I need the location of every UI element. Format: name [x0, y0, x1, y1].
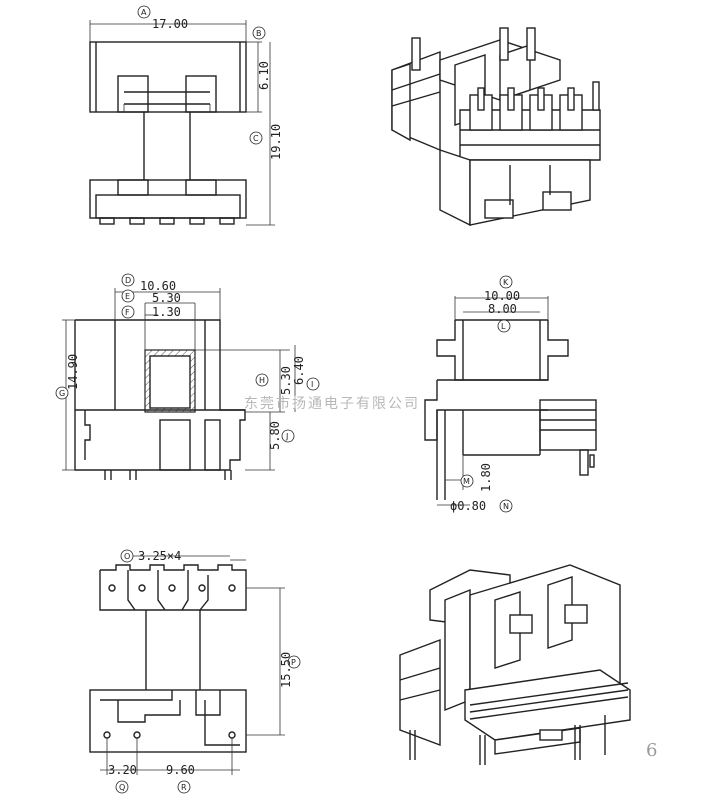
dim-I-letter: I	[311, 380, 313, 389]
dim-M-value: 1.80	[479, 463, 493, 492]
dim-K-value: 10.00	[484, 289, 520, 303]
dim-A: A 17.00	[137, 5, 188, 31]
dim-C-letter: C	[253, 134, 259, 143]
dim-H: H 5.30	[255, 366, 293, 395]
dim-K: K 10.00	[484, 275, 520, 303]
isometric-view-bottom	[399, 564, 631, 765]
dim-G-value: 14.90	[66, 354, 80, 390]
dim-B-letter: B	[256, 29, 262, 38]
dim-E-letter: E	[125, 292, 130, 301]
dim-P-letter: P	[291, 658, 296, 667]
dim-P-value: 15.50	[279, 652, 293, 688]
dim-G-letter: G	[59, 389, 65, 398]
dim-O-value: 3.25×4	[138, 549, 181, 563]
dim-J: J 5.80	[268, 421, 295, 450]
dim-B: B 6.10	[252, 26, 271, 90]
dim-H-value: 5.30	[279, 366, 293, 395]
dim-G: G 14.90	[55, 354, 80, 400]
dim-D-letter: D	[125, 276, 131, 285]
dim-Q: 3.20 Q	[108, 763, 137, 794]
isometric-view-top	[391, 27, 601, 227]
dim-F: F 1.30	[121, 305, 181, 319]
dim-E-value: 5.30	[152, 291, 181, 305]
dim-R-letter: R	[181, 783, 187, 792]
dim-R: 9.60 R	[166, 763, 195, 794]
dim-F-value: 1.30	[152, 305, 181, 319]
dim-N-letter: N	[503, 502, 509, 511]
dim-F-letter: F	[125, 308, 130, 317]
dim-D: D 10.60	[121, 273, 176, 293]
dim-O-letter: O	[124, 552, 130, 561]
dim-I: I 6.40	[292, 356, 320, 391]
dim-L: L 8.00	[488, 302, 517, 333]
dim-A-letter: A	[141, 8, 147, 17]
top-view-bottom	[89, 555, 285, 775]
dim-H-letter: H	[259, 376, 265, 385]
dim-R-value: 9.60	[166, 763, 195, 777]
side-view-right	[424, 296, 597, 506]
dim-Q-value: 3.20	[108, 763, 137, 777]
dim-C: C 19.10	[249, 124, 283, 160]
dim-E: E 5.30	[121, 289, 181, 305]
dim-J-value: 5.80	[268, 421, 282, 450]
dim-I-value: 6.40	[292, 356, 306, 385]
dim-A-value: 17.00	[152, 17, 188, 31]
dim-D-value: 10.60	[140, 279, 176, 293]
dim-L-value: 8.00	[488, 302, 517, 316]
dim-K-letter: K	[503, 278, 509, 287]
page-number: 6	[646, 740, 657, 761]
dim-Q-letter: Q	[119, 783, 125, 792]
dim-L-letter: L	[501, 322, 506, 331]
dim-B-value: 6.10	[257, 61, 271, 90]
side-view-middle	[62, 288, 296, 480]
dim-N-value: ϕ0.80	[450, 499, 486, 513]
dim-P: P 15.50	[279, 652, 301, 688]
dim-M: M 1.80	[460, 463, 493, 492]
dim-M-letter: M	[463, 477, 470, 486]
dim-O: O 3.25×4	[120, 549, 181, 563]
company-watermark: 东莞市扬通电子有限公司	[244, 395, 420, 412]
dim-J-letter: J	[285, 432, 288, 441]
dim-N: ϕ0.80 N	[450, 499, 513, 513]
dim-C-value: 19.10	[269, 124, 283, 160]
front-view-top	[89, 20, 275, 226]
